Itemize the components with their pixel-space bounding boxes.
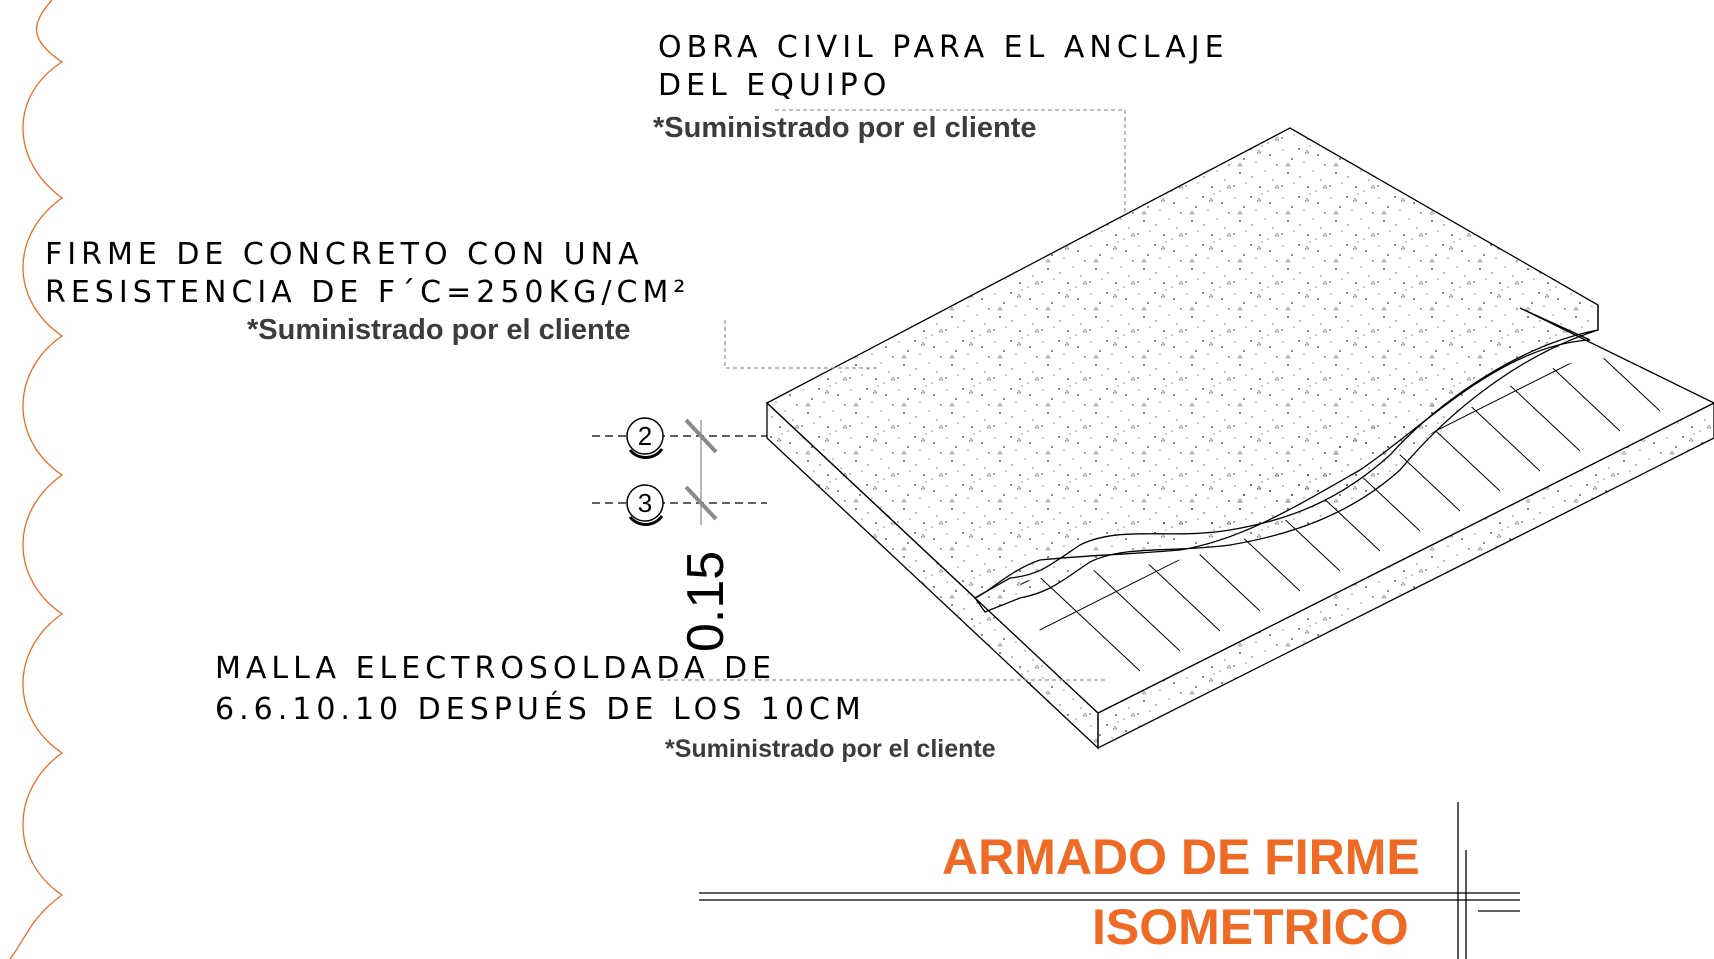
obra-note: *Suministrado por el cliente — [653, 112, 1037, 144]
level-marker-3: 3 — [592, 484, 767, 527]
firme-label-line2: RESISTENCIA DE F´C=250KG/CM² — [45, 275, 691, 310]
malla-note: *Suministrado por el cliente — [665, 735, 996, 763]
obra-label-line2: DEL EQUIPO — [658, 68, 892, 103]
upper-layer-edge — [974, 329, 1599, 613]
level-3-number: 3 — [638, 488, 652, 518]
malla-label-line1: MALLA ELECTROSOLDADA DE — [215, 651, 777, 686]
obra-label-line1: OBRA CIVIL PARA EL ANCLAJE — [658, 30, 1229, 65]
malla-label-line2: 6.6.10.10 DESPUÉS DE LOS 10CM — [215, 692, 866, 727]
slab-thickness-dimension: 0.15 — [677, 550, 735, 652]
firme-note: *Suministrado por el cliente — [247, 314, 631, 346]
level-marker-2: 2 — [592, 417, 767, 460]
level-2-number: 2 — [638, 421, 652, 451]
obra-leader — [775, 109, 1126, 215]
drawing-subtitle: ISOMETRICO — [1092, 899, 1409, 955]
firme-leader — [724, 320, 880, 369]
firme-label-line1: FIRME DE CONCRETO CON UNA — [45, 237, 644, 272]
revision-cloud-border — [9, 0, 64, 959]
title-block-lines — [699, 802, 1520, 959]
drawing-title: ARMADO DE FIRME — [942, 829, 1420, 885]
